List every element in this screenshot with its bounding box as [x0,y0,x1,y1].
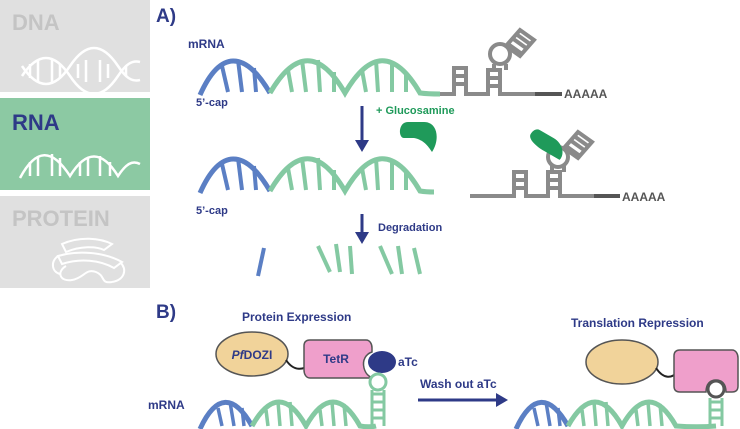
cap-bottom-label: 5’-cap [196,205,228,217]
dna-helix-icon [20,46,141,96]
arrow-wash-out [418,393,508,407]
mrna-b-label: mRNA [148,398,185,412]
glms-ribozyme-top [440,27,537,96]
bound-glucosamine [530,129,563,160]
mrna-right-body-segment [565,399,717,429]
mrna-left-b: mRNA [148,372,388,429]
sidebar-item-dna-label: DNA [12,10,60,35]
glucosamine-label: + Glucosamine [376,105,455,117]
rna-strand-icon [18,154,141,179]
sidebar-item-protein-label: PROTEIN [12,206,110,231]
mrna-top-bases [286,59,408,93]
degradation-label: Degradation [378,222,442,234]
tetr-label: TetR [323,352,349,366]
mrna-middle-cap-segment [197,156,273,195]
mrna-top-label: mRNA [188,37,225,51]
sidebar-item-rna[interactable]: RNA [0,98,150,190]
mrna-right-cap-segment [513,399,571,429]
mrna-left-cap-segment [197,399,255,429]
mrna-middle-cap-bases [220,157,258,191]
sidebar-item-dna[interactable]: DNA [0,0,150,96]
mrna-right-cap-bases [532,401,562,427]
atc-label: aTc [398,355,418,369]
mrna-middle-body-segment [267,156,435,196]
wash-label: Wash out aTc [420,377,497,391]
mrna-left-bases [264,401,348,427]
sidebar: DNA RNA PROTEIN [0,0,150,288]
dozi-tetr-complex-right [585,339,739,393]
hairpin-left [368,372,388,426]
mrna-left-body-segment [249,399,377,429]
dozi-tetr-complex-left: PfDOZI TetR aTc [215,331,418,379]
panel-b: B) Protein Expression Translation Repres… [148,302,739,429]
mrna-right-b [513,379,726,429]
glucosamine-molecule [399,122,437,152]
mrna-top: mRNA 5’-cap [188,27,608,109]
tetr-shape-right [673,349,739,393]
polya-bottom-label: AAAAA [622,190,666,204]
translation-repression-title: Translation Repression [571,316,704,330]
sidebar-item-rna-label: RNA [12,110,60,135]
mrna-right-bases [580,401,664,427]
dozi-label: PfDOZI [232,348,273,362]
cap-top-label: 5’-cap [196,97,228,109]
mrna-top-cap-bases [220,59,258,93]
mrna-top-cap-segment [197,58,273,97]
dozi-shape [215,331,289,377]
sidebar-item-dna-bg [0,0,150,92]
sidebar-item-rna-bg [0,98,150,190]
mrna-top-body-segment [267,58,441,98]
dozi-shape-right [585,339,659,385]
panel-a: A) mRNA 5’-cap [156,6,666,277]
arrow-glucosamine [355,106,369,152]
mrna-middle-bases [286,157,408,191]
protein-expression-title: Protein Expression [242,310,351,324]
mrna-middle: 5’-cap [196,156,435,217]
atc-molecule [368,351,396,373]
polya-top-label: AAAAA [564,87,608,101]
sidebar-item-protein[interactable]: PROTEIN [0,196,150,288]
mrna-left-cap-bases [216,401,246,427]
degraded-fragments [256,243,422,277]
glms-ribozyme-cleaved: AAAAA [470,129,666,204]
panel-a-letter: A) [156,6,176,27]
tetr-shape [303,339,375,379]
panel-b-letter: B) [156,302,176,323]
hairpin-right [706,379,726,426]
arrow-degradation [355,214,369,244]
protein-fold-icon [52,237,126,284]
